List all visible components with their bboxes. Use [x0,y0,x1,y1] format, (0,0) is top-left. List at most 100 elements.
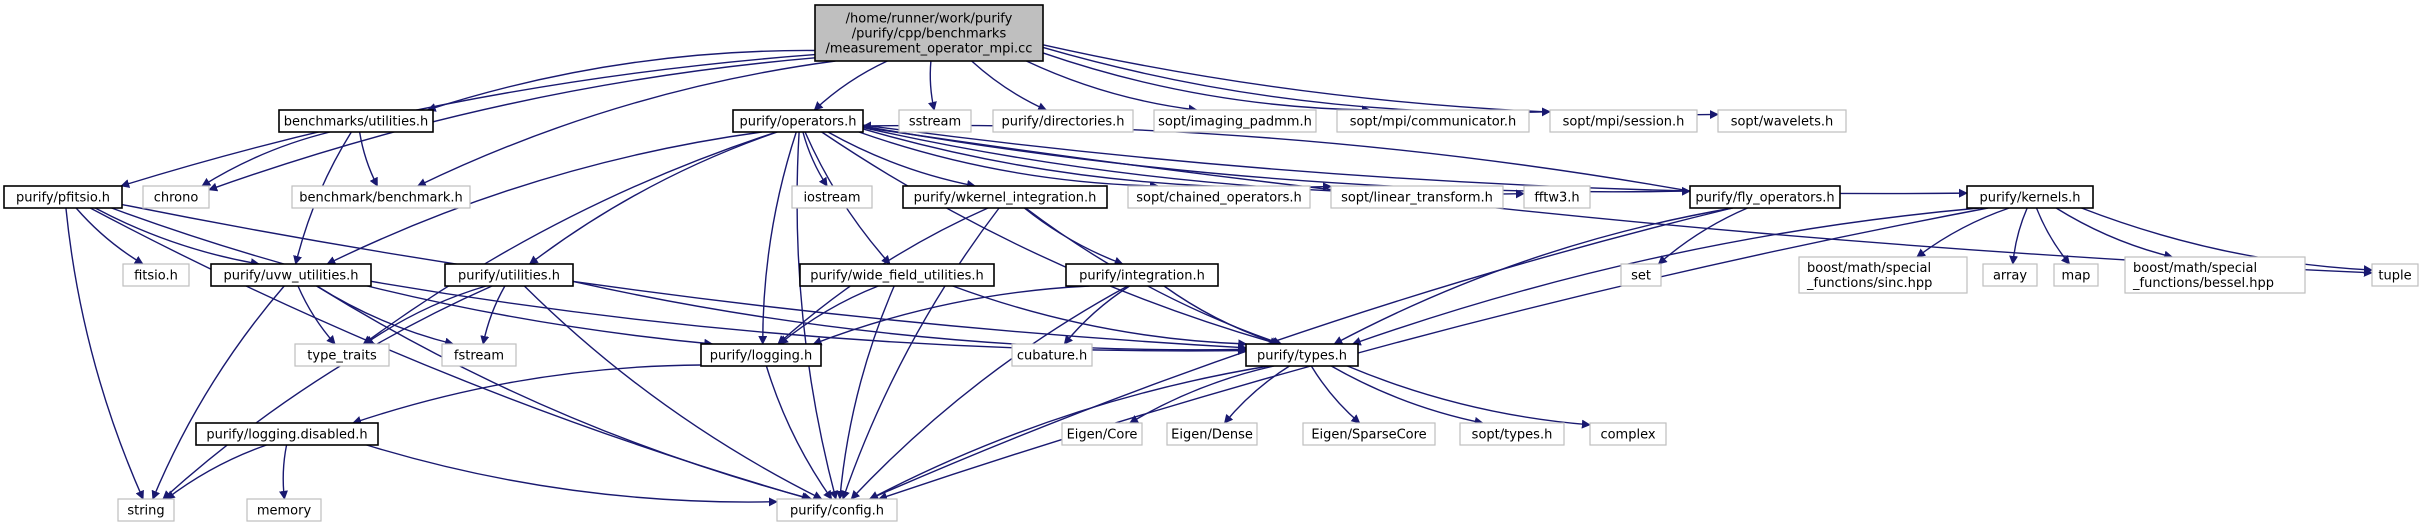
node-widefield[interactable]: purify/wide_field_utilities.h [799,263,995,287]
edge-pfitsio-to-logging [111,207,714,348]
node-box-eigen-dense [1166,422,1258,446]
node-box-array [1982,263,2038,287]
node-type-traits: type_traits [294,343,390,367]
node-bench-util[interactable]: benchmarks/utilities.h [278,109,434,133]
node-box-types [1245,343,1359,367]
node-box-operators [732,109,864,133]
node-operators[interactable]: purify/operators.h [732,109,864,133]
node-label-bessel: boost/math/special [2133,261,2257,276]
node-linear: sopt/linear_transform.h [1330,185,1504,209]
edge-root-to-session [1042,46,1551,117]
node-label-operators: purify/operators.h [740,115,857,130]
edge-uvw-to-type_traits [297,285,336,345]
node-root[interactable]: /home/runner/work/purify/purify/cpp/benc… [814,4,1044,62]
node-box-sopt-types [1459,422,1565,446]
edge-widefield-to-config [836,285,895,500]
node-bessel: boost/math/special_functions/bessel.hpp [2124,256,2306,294]
edge-root-to-chrono [208,57,816,192]
node-wavelets: sopt/wavelets.h [1717,109,1847,133]
node-box-widefield [799,263,995,287]
node-box-directories [992,109,1134,133]
node-box-fstream [441,343,517,367]
node-box-pfitsio [3,185,123,209]
node-label-fitsio: fitsio.h [134,269,178,284]
edge-integration-to-types [1163,285,1281,346]
node-box-uvw [210,263,372,287]
edge-types-to-eigen_sparse [1310,365,1361,424]
edge-pfitsio-to-fitsio [75,207,144,265]
node-label-complex: complex [1600,428,1655,443]
edge-fly-to-operators [862,121,1691,192]
edge-bench_util-to-benchmark [358,131,379,187]
node-box-session [1549,109,1698,133]
edge-integration-to-logging [812,285,1090,346]
node-box-string [117,498,175,522]
node-benchmark: benchmark/benchmark.h [291,185,471,209]
node-label-communicator: sopt/mpi/communicator.h [1350,115,1517,130]
node-box-sstream [898,109,972,133]
edge-logging-to-config [765,365,833,500]
edge-kernels-to-tuple [2081,207,2373,275]
node-label-fly: purify/fly_operators.h [1695,191,1834,206]
edge-integration-to-cubature [1063,285,1131,345]
node-label-pfitsio: purify/pfitsio.h [16,191,110,206]
edge-kernels-to-config [878,207,1989,501]
edge-operators-to-iostream [802,131,828,187]
node-label-logdis: purify/logging.disabled.h [206,428,367,443]
edge-pfitsio-to-uvw [94,207,260,268]
node-integration[interactable]: purify/integration.h [1065,263,1219,287]
edge-types-to-config [869,365,1270,500]
node-box-tuple [2371,263,2419,287]
node-kernels[interactable]: purify/kernels.h [1966,185,2094,209]
edge-root-to-imaging_padmm [1026,60,1198,114]
edge-pfitsio-to-types [121,203,1247,352]
node-sopt-types: sopt/types.h [1459,422,1565,446]
node-box-bench-util [278,109,434,133]
node-types[interactable]: purify/types.h [1245,343,1359,367]
node-label-sstream: sstream [909,115,961,130]
node-label-map: map [2062,269,2091,284]
node-box-integration [1065,263,1219,287]
node-iostream: iostream [791,185,873,209]
node-label-root: /home/runner/work/purify [846,12,1013,27]
edge-root-to-communicator [1042,52,1371,115]
edge-logdis-to-config [366,444,778,507]
node-putil[interactable]: purify/utilities.h [444,263,574,287]
node-memory: memory [246,498,322,522]
node-label-bessel: _functions/bessel.hpp [2132,276,2274,291]
node-box-logging [700,343,822,367]
node-logdis[interactable]: purify/logging.disabled.h [195,422,379,446]
edge-types-to-eigen_dense [1223,365,1290,424]
node-box-chrono [142,185,210,209]
node-label-string: string [127,504,164,519]
node-box-eigen-core [1061,422,1143,446]
node-box-wkernel [902,185,1108,209]
edge-operators-to-type_traits [362,131,777,345]
node-box-config [776,498,898,522]
node-box-logdis [195,422,379,446]
node-fly[interactable]: purify/fly_operators.h [1689,185,1841,209]
node-box-bessel [2124,256,2306,294]
node-directories: purify/directories.h [992,109,1134,133]
edge-putil-to-types [572,280,1247,354]
edge-operators-to-uvw [326,131,762,265]
node-cubature: cubature.h [1011,343,1093,367]
edge-root-to-benchmark [416,60,836,187]
node-box-chained [1127,185,1311,209]
node-wkernel[interactable]: purify/wkernel_integration.h [902,185,1108,209]
node-label-widefield: purify/wide_field_utilities.h [810,269,983,284]
node-label-putil: purify/utilities.h [458,269,560,284]
node-box-communicator [1336,109,1530,133]
node-label-bench-util: benchmarks/utilities.h [284,115,429,130]
node-label-logging: purify/logging.h [710,349,812,364]
node-box-iostream [791,185,873,209]
node-label-linear: sopt/linear_transform.h [1341,191,1493,206]
edge-uvw-to-string [151,285,285,500]
node-uvw[interactable]: purify/uvw_utilities.h [210,263,372,287]
node-pfitsio[interactable]: purify/pfitsio.h [3,185,123,209]
node-logging[interactable]: purify/logging.h [700,343,822,367]
node-label-uvw: purify/uvw_utilities.h [224,269,359,284]
node-box-eigen-sparse [1302,422,1436,446]
edge-logging-to-logdis [352,364,702,425]
